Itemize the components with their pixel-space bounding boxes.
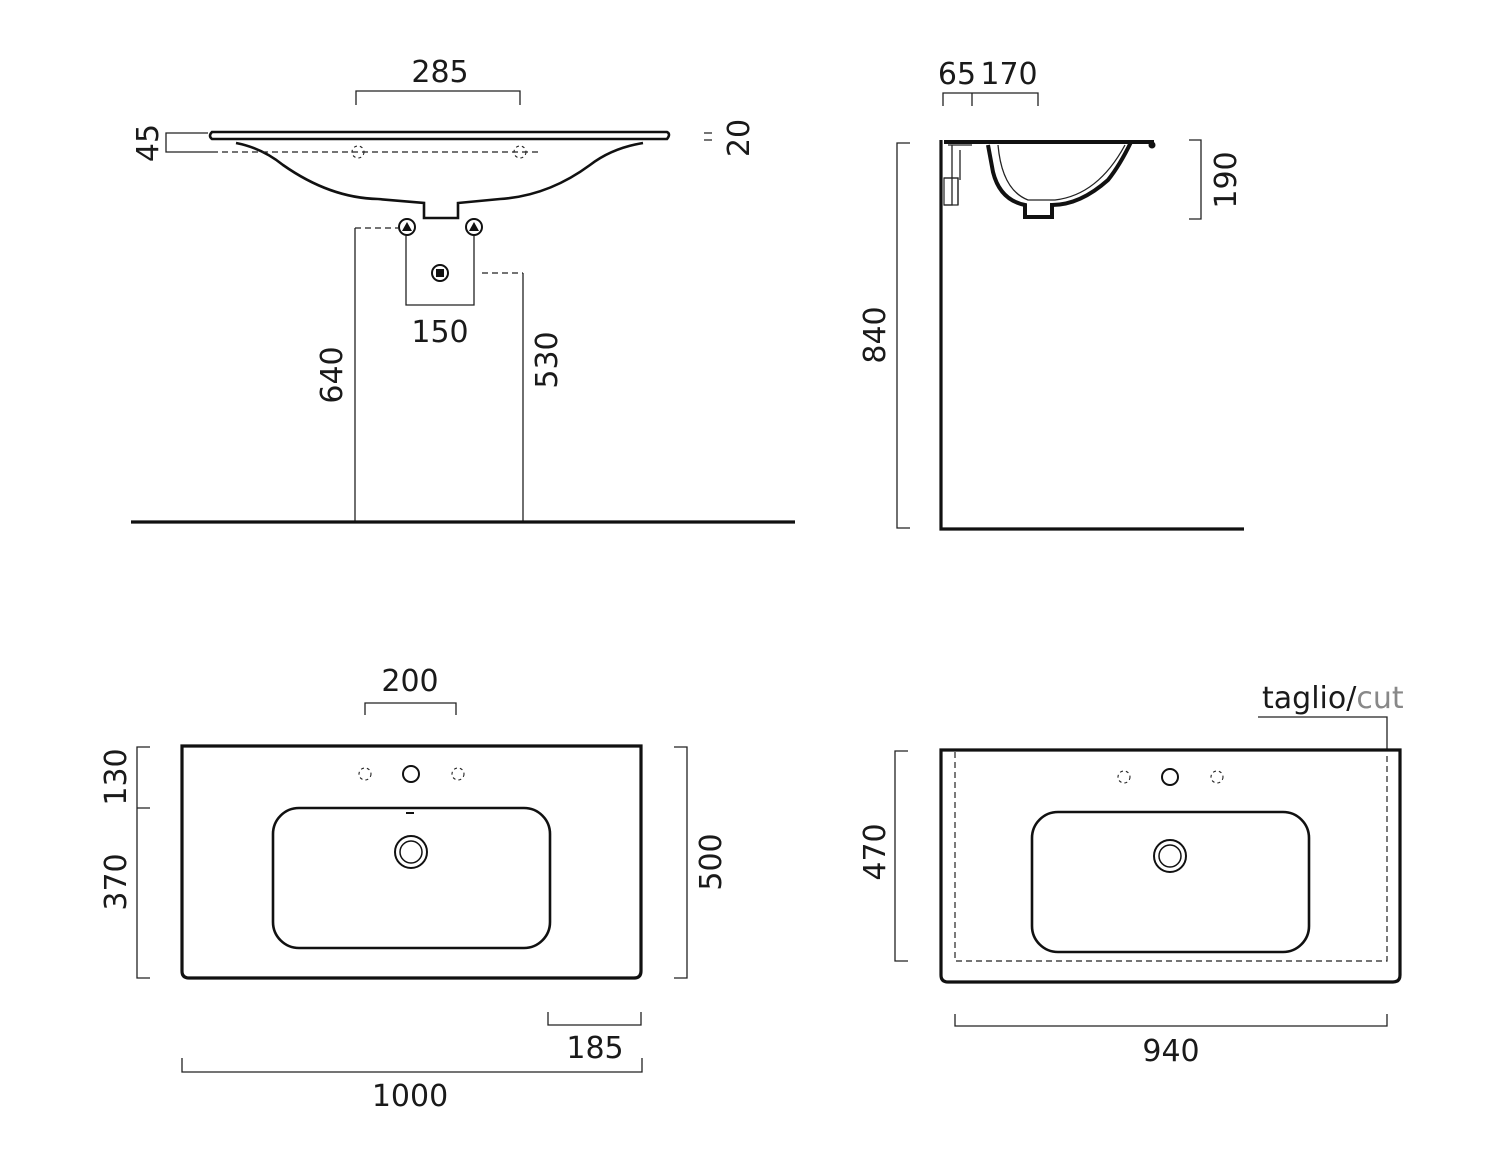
dim-line-65-170: [942, 92, 1039, 106]
dim-470: 470: [858, 823, 893, 880]
tap-hole-left-icon: [358, 767, 372, 781]
basin-rim: [208, 130, 671, 141]
supply-connector-left-icon: [398, 218, 416, 236]
tap-hole-right-icon: [451, 767, 465, 781]
cut-view: taglio/cut 470 940: [858, 681, 1404, 1069]
cut-line: [954, 752, 1388, 962]
dim-line-285: [355, 90, 521, 105]
basin-section: [944, 140, 1154, 219]
basin-inner: [997, 144, 1126, 201]
dim-line-840: [896, 142, 910, 529]
rim-edge-icon: [1148, 141, 1156, 149]
cut-tap-hole-center-icon: [1161, 768, 1179, 786]
dim-200: 200: [381, 664, 438, 699]
dim-370: 370: [99, 853, 134, 910]
dim-line-1000: [181, 1058, 643, 1073]
dim-640: 640: [315, 346, 350, 403]
dim-150: 150: [411, 315, 468, 350]
cut-tap-hole-left-icon: [1117, 770, 1131, 784]
dim-line-940: [954, 1014, 1388, 1027]
cut-drain-icon: [1153, 839, 1187, 873]
dim-line-45: [165, 132, 212, 153]
dim-45: 45: [131, 124, 166, 162]
supply-connector-right-icon: [465, 218, 483, 236]
dim-285: 285: [411, 55, 468, 90]
waste-connector-icon: [431, 264, 449, 282]
dim-line-200: [364, 702, 457, 715]
cut-outline: [939, 748, 1402, 984]
cut-bowl: [1030, 810, 1311, 954]
top-view: 200 130 370 500 185 1000: [99, 664, 729, 1114]
cut-label-it: taglio/: [1262, 681, 1357, 716]
dim-170: 170: [980, 57, 1037, 92]
dim-940: 940: [1142, 1034, 1199, 1069]
top-outline: [180, 744, 643, 980]
dim-130: 130: [99, 748, 134, 805]
dim-20: 20: [722, 119, 757, 157]
wall-bracket: [943, 177, 959, 206]
dim-1000: 1000: [372, 1079, 448, 1114]
dim-185: 185: [566, 1031, 623, 1066]
top-bowl: [271, 806, 552, 950]
dim-530: 530: [530, 331, 565, 388]
dim-line-470: [894, 750, 908, 962]
cut-tap-hole-right-icon: [1210, 770, 1224, 784]
dim-line-150: [405, 236, 475, 306]
dim-line-20: [704, 132, 712, 141]
dim-840: 840: [858, 306, 893, 363]
dim-line-185: [547, 1012, 642, 1026]
drain-icon: [394, 835, 428, 869]
dim-65: 65: [938, 57, 976, 92]
tap-hole-right: [513, 145, 527, 159]
cut-label-en: cut: [1356, 681, 1404, 716]
dim-500: 500: [694, 833, 729, 890]
front-view: 285 45 20 150 640: [131, 55, 795, 524]
basin-bowl: [235, 141, 644, 220]
cut-label-leader: [1258, 716, 1388, 751]
dim-line-500: [674, 746, 688, 979]
side-view: 65 170 190 840: [858, 57, 1244, 531]
wall-line: [939, 140, 1244, 531]
dim-line-130-370: [136, 746, 150, 979]
dim-190: 190: [1209, 151, 1244, 208]
tap-hole-left: [351, 145, 365, 159]
dim-line-190: [1189, 139, 1202, 220]
cut-label: taglio/cut: [1262, 681, 1404, 716]
tap-hole-center-icon: [402, 765, 420, 783]
